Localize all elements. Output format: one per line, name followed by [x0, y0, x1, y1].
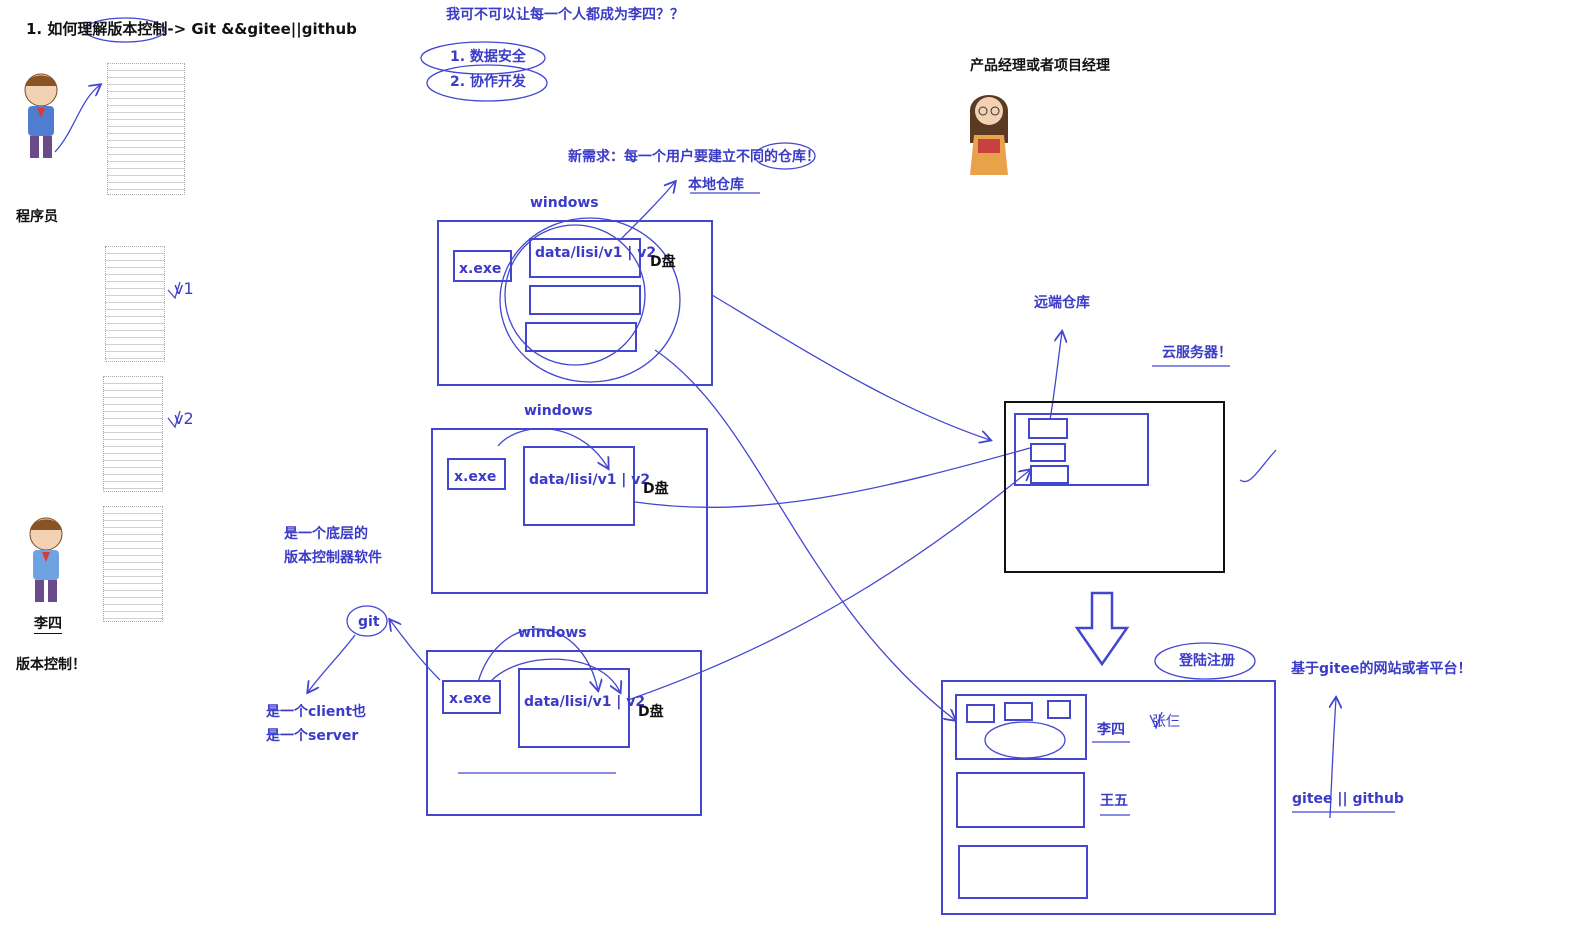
requirement-text: 新需求：每一个用户要建立不同的仓库！: [568, 149, 820, 165]
programmer-label: 程序员: [16, 209, 58, 225]
machine1-scribble-a: [499, 217, 681, 383]
machine3-exe-box: [442, 680, 501, 714]
remote-repo-label: 远端仓库: [1034, 295, 1090, 311]
machine2-drive: D盘: [643, 481, 669, 497]
platform-user-lisi-box: [955, 694, 1087, 760]
machine3-exe: x.exe: [449, 691, 492, 707]
gitee-arrow: [1330, 698, 1336, 819]
git-label: git: [358, 614, 380, 630]
lisi-avatar: [20, 512, 72, 608]
platform-user-3-box: [958, 845, 1088, 899]
git-desc-line2: 版本控制器软件: [284, 550, 382, 566]
programmer-arrow: [54, 85, 100, 153]
cloud-repo-slot-3: [1030, 465, 1069, 484]
machine1-exe-box: [453, 250, 512, 282]
platform-user-extra: 张仨: [1152, 714, 1180, 730]
machine2-window: [431, 428, 708, 594]
cloud-server-box: [1004, 401, 1225, 573]
point-collaboration: 2. 协作开发: [450, 74, 526, 90]
question-text: 我可不可以让每一个人都成为李四？？: [446, 7, 684, 23]
machine2-os: windows: [524, 403, 593, 419]
machine2-data-box: [523, 446, 635, 526]
machine3-window: [426, 650, 702, 816]
document-thumbnail-1: [107, 63, 185, 195]
v2-note: v2: [174, 409, 194, 428]
machine1-exe: x.exe: [459, 261, 502, 277]
git-client-line2: 是一个server: [266, 728, 359, 744]
machine2-path: data/lisi/v1 | v2: [529, 472, 651, 488]
platform-user-lisi: 李四: [1097, 722, 1125, 738]
git-arrow-out: [308, 634, 356, 692]
machine1-slot-3: [525, 322, 637, 352]
git-client-line1: 是一个client也: [266, 704, 367, 720]
machine1-drive: D盘: [650, 254, 676, 270]
gitee-github-label: gitee || github: [1292, 791, 1404, 807]
cloud-check: [1239, 449, 1277, 483]
machine1-os: windows: [530, 195, 599, 211]
version-control-label: 版本控制！: [16, 657, 86, 673]
machine3-path: data/lisi/v1 | v2: [524, 694, 646, 710]
machine3-data-box: [518, 668, 630, 748]
m1-to-cloud: [711, 294, 990, 440]
m3-loop-a: [477, 628, 598, 690]
machine1-data-box: [529, 238, 641, 278]
git-desc-line1: 是一个底层的: [284, 526, 368, 542]
machine1-path: data/lisi/v1 | v2: [535, 245, 657, 261]
machine3-os: windows: [518, 625, 587, 641]
programmer-avatar: [16, 68, 66, 166]
login-register-label: 登陆注册: [1179, 653, 1235, 669]
platform-lisi-slot-1: [966, 704, 995, 723]
machine1-slot-2: [529, 285, 641, 315]
header-circle: [84, 17, 166, 43]
point2-circle: [426, 64, 548, 102]
lisi-label: 李四: [34, 616, 62, 634]
cloud-repo-slot-1: [1028, 418, 1068, 439]
machine1-window: [437, 220, 713, 386]
login-circle: [1154, 642, 1256, 680]
machine1-scribble-b: [504, 224, 646, 366]
platform-lisi-slot-2: [1004, 702, 1033, 721]
document-thumbnail-3: [103, 506, 163, 622]
machine2-exe: x.exe: [454, 469, 497, 485]
cloud-server-label: 云服务器！: [1162, 345, 1232, 361]
document-thumbnail-v1: [105, 246, 165, 362]
platform-user-wangwu: 王五: [1100, 793, 1128, 809]
machine2-exe-box: [447, 458, 506, 490]
zhangsan-check: [1149, 711, 1163, 730]
platform-box: [941, 680, 1276, 915]
point1-circle: [420, 41, 546, 75]
down-arrow: [1074, 591, 1130, 667]
platform-desc: 基于gitee的网站或者平台！: [1291, 661, 1472, 677]
v1-check: [167, 281, 181, 300]
m2-to-cloud: [634, 447, 1031, 508]
platform-lisi-slot-3: [1047, 700, 1071, 719]
cloud-repo-box: [1014, 413, 1149, 486]
m3-loop-b: [489, 658, 620, 692]
v2-check: [167, 410, 181, 429]
m3-to-cloud: [627, 470, 1030, 701]
git-circle: [346, 605, 388, 637]
point-data-safety: 1. 数据安全: [450, 49, 526, 65]
cloud-repo-slot-2: [1030, 443, 1066, 462]
platform-user-wangwu-box: [956, 772, 1085, 828]
manager-avatar: [964, 83, 1014, 177]
v1-note: v1: [174, 279, 194, 298]
repo-word-circle: [754, 142, 816, 170]
header-title: 1. 如何理解版本控制-> Git &&gitee||github: [26, 20, 357, 38]
remote-label-arrow: [1049, 332, 1062, 421]
local-repo-label: 本地仓库: [688, 177, 744, 193]
document-thumbnail-v2: [103, 376, 163, 492]
manager-label: 产品经理或者项目经理: [970, 58, 1110, 74]
machine3-drive: D盘: [638, 704, 664, 720]
git-arrow-in: [390, 620, 441, 681]
local-repo-arrow: [619, 182, 675, 241]
